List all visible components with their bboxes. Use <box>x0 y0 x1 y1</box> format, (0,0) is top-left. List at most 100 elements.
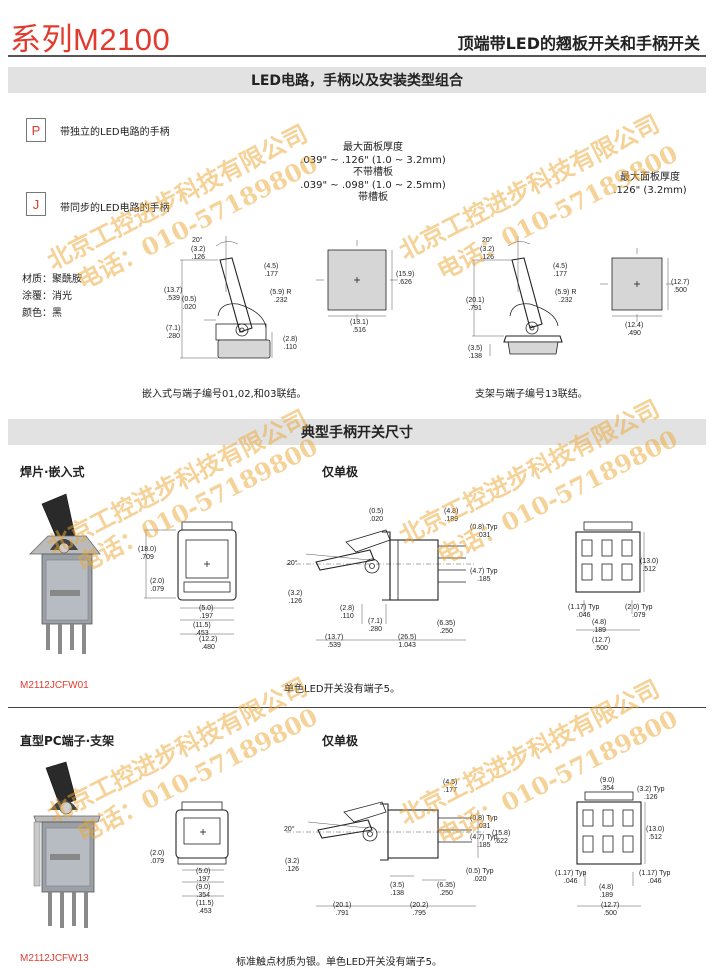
r2-dim-s: (4.8) .189 <box>599 884 614 899</box>
row1-title: 焊片·嵌入式 <box>20 465 85 479</box>
panel-cutout-square-right <box>600 248 674 322</box>
row2-title: 直型PC端子·支架 <box>20 734 115 748</box>
panel-thickness-block: 最大面板厚度 .039" ~ .126" (1.0 ~ 3.2mm) 不带槽板 … <box>288 142 458 205</box>
toggle-lever-2 <box>45 761 77 807</box>
r1-dim-n: (13.7) .539 <box>325 634 344 649</box>
r1-dim-g: (4.8) .189 <box>444 508 459 523</box>
r1-dim-p: (13.0) .512 <box>640 558 659 573</box>
caption-snapin: 嵌入式与端子编号01,02,和03联结。 <box>142 389 307 400</box>
r2-dim-m: (20.1) .791 <box>333 902 352 917</box>
r1-dim-o: (26.5) 1.043 <box>398 634 417 649</box>
row1-pole: 仅单极 <box>322 465 359 479</box>
r2-dim-a: (2.0) .079 <box>150 850 165 865</box>
product-photo-pc-terminal <box>33 761 101 928</box>
row2-bottom-view <box>576 791 646 907</box>
r2-dim-l: (6.35) .250 <box>437 882 456 897</box>
r1-dim-l: (7.1) .280 <box>368 618 383 633</box>
r1-dim-e: (12.2) .480 <box>199 636 218 651</box>
s1-left-d2: (4.5) .177 <box>264 263 279 278</box>
r2-dim-k: (3.5) .138 <box>390 882 405 897</box>
panel-with-groove: 带槽板 <box>358 192 388 203</box>
r1-dim-m: (6.35) .250 <box>437 620 456 635</box>
r2-dim-angle: 20° <box>284 826 295 833</box>
r1-dim-r: (4.8) .189 <box>592 619 607 634</box>
r1-dim-k: (2.8) .110 <box>340 605 355 620</box>
r2-dim-r: (1.17) Typ .046 <box>555 870 587 885</box>
row2-side-view <box>286 801 486 907</box>
r2-dim-j: (0.5) Typ .020 <box>466 868 494 883</box>
row2-pole: 仅单极 <box>322 734 359 748</box>
r2-dim-b: (5.0) .197 <box>196 868 211 883</box>
s1-left-angle: 20° <box>192 237 203 244</box>
actuator-lever <box>219 257 253 333</box>
s1-left-d3: (13.7) .539 <box>164 287 183 302</box>
panel-range-2: .039" ~ .098" (1.0 ~ 2.5mm) <box>300 179 446 191</box>
r1-dim-q: (1.17) Typ .046 <box>568 604 600 619</box>
panel-max-label: 最大面板厚度 <box>343 142 403 153</box>
r2-dim-e: (4.5) .177 <box>443 779 458 794</box>
header-rule <box>8 55 706 57</box>
r2-dim-n: (20.2) .795 <box>410 902 429 917</box>
s1-left-d5: (5.9) R .232 <box>270 289 292 304</box>
r2-dim-o: (9.0) .354 <box>600 777 615 792</box>
r2-dim-g: (4.7) Typ .185 <box>470 834 498 849</box>
r1-dim-i: (4.7) Typ .185 <box>470 568 498 583</box>
r2-dim-c: (9.0) .354 <box>196 884 211 899</box>
row1-side-view <box>286 529 476 641</box>
panel-right-max-label: 最大面板厚度 <box>620 172 680 183</box>
code-box-p: P <box>26 118 46 142</box>
product-photo-solder-lug <box>29 493 101 654</box>
row2-note: 标准触点材质为银。单色LED开关没有端子5。 <box>236 957 442 968</box>
actuator-lever-bracket <box>511 257 543 329</box>
row1-note: 单色LED开关没有端子5。 <box>284 684 400 695</box>
r2-dim-u: (12.7) .500 <box>601 902 620 917</box>
materials-list: 材质：聚酰胺 涂覆：消光 颜色：黑 <box>22 271 82 322</box>
s1-left-d4: (0.5) .020 <box>182 296 197 311</box>
r1-dim-c: (5.0) .197 <box>199 605 214 620</box>
r1-dim-s: (2.0) Typ .079 <box>625 604 653 619</box>
panel-no-groove: 不带槽板 <box>353 167 393 178</box>
r1-dim-angle: 20° <box>287 560 298 567</box>
material-row: 材质：聚酰胺 <box>22 274 82 285</box>
r1-dim-d: (11.5) .453 <box>193 622 211 637</box>
color-row: 颜色：黑 <box>22 308 62 319</box>
s1-left-d6: (7.1) .280 <box>166 325 181 340</box>
row1-bottom-view <box>575 521 645 631</box>
panel-range-1: .039" ~ .126" (1.0 ~ 3.2mm) <box>300 154 446 166</box>
coating-row: 涂覆：消光 <box>22 291 72 302</box>
r2-dim-d: (11.5) .453 <box>196 900 214 915</box>
panel-cutout-square-left <box>316 240 398 322</box>
row1-part-number: M2112JCFW01 <box>20 680 89 691</box>
r1-dim-t: (12.7) .500 <box>592 637 611 652</box>
r1-dim-f: (0.5) .020 <box>369 508 384 523</box>
code-box-j: J <box>26 192 46 216</box>
r1-dim-h: (0.8) Typ .031 <box>470 524 498 539</box>
r2-dim-p: (3.2) Typ .126 <box>637 786 665 801</box>
panel-thickness-right: 最大面板厚度 .126" (3.2mm) <box>600 172 700 197</box>
series-title: 系列M2100 <box>10 22 171 57</box>
r1-dim-b: (2.0) .079 <box>150 578 165 593</box>
r1-dim-j: (3.2) .126 <box>288 590 303 605</box>
s1-sq-left-w: (13.1) .516 <box>350 319 369 334</box>
row2-lever <box>317 819 373 839</box>
row2-part-number: M2112JCFW13 <box>20 953 89 964</box>
r2-dim-h: (15.8) .622 <box>492 830 511 845</box>
actuator-snapin-drawing <box>180 236 273 359</box>
page-subtitle: 顶端带LED的翘板开关和手柄开关 <box>457 34 700 53</box>
s1-right-d1: (3.2) .126 <box>480 246 495 261</box>
section-band-dimensions: 典型手柄开关尺寸 <box>8 419 706 445</box>
section-band-combos: LED电路，手柄以及安装类型组合 <box>8 67 706 93</box>
s1-left-d1: (3.2) .126 <box>191 246 206 261</box>
r2-dim-q: (13.0) .512 <box>646 826 665 841</box>
s1-sq-left-h: (15.9) .626 <box>396 271 415 286</box>
row1-front-view <box>144 521 237 635</box>
s1-left-d7: (2.8) .110 <box>283 336 298 351</box>
row1-lever <box>315 549 375 571</box>
row2-front-view <box>175 801 229 897</box>
caption-bracket: 支架与端子编号13联结。 <box>475 389 588 400</box>
r1-dim-a: (18.0) .709 <box>138 546 157 561</box>
r2-dim-t: (1.17) Typ .046 <box>639 870 671 885</box>
s1-right-d4: (5.9) R .232 <box>555 289 577 304</box>
r2-dim-i: (3.2) .126 <box>285 858 300 873</box>
actuator-bracket-drawing <box>472 236 563 356</box>
